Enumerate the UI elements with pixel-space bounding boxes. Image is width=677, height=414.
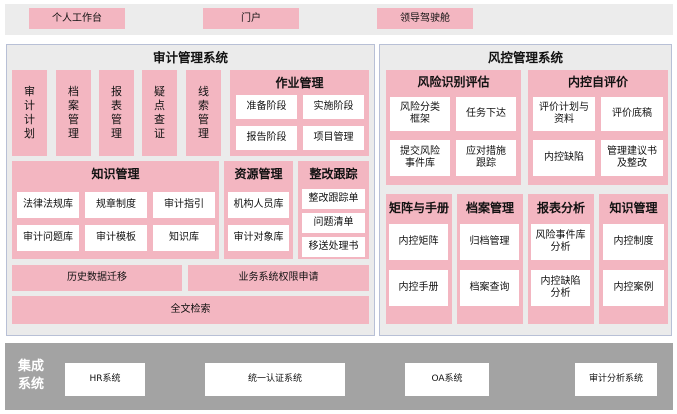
doubt-verification-label: 疑点查证: [154, 85, 165, 140]
impl-stage-item[interactable]: 实施阶段: [303, 95, 364, 119]
law-library-item[interactable]: 法律法规库: [17, 192, 79, 218]
report-stage-item[interactable]: 报告阶段: [236, 126, 297, 150]
self-eval-title: 内控自评价: [567, 74, 628, 89]
integration-label-text: 集成系统: [18, 359, 45, 392]
rectify-sheet-item[interactable]: 整改跟踪单: [302, 189, 365, 209]
control-case-item[interactable]: 内控案例: [603, 270, 664, 306]
control-matrix-item[interactable]: 内控矩阵: [389, 224, 448, 260]
archive-management-label: 档案管理: [68, 85, 79, 140]
risk-event-analysis-item[interactable]: 风险事件库分析: [531, 224, 590, 260]
advice-rectify-item[interactable]: 管理建议书及整改: [601, 140, 663, 176]
work-management-title: 作业管理: [275, 75, 324, 90]
prep-stage-item[interactable]: 准备阶段: [236, 95, 297, 119]
audit-plan-label: 审计计划: [24, 85, 35, 140]
permission-request-item[interactable]: 业务系统权限申请: [188, 265, 369, 291]
archive-query-item[interactable]: 档案查询: [460, 270, 519, 306]
defect-analysis-item[interactable]: 内控缺陷分析: [531, 270, 590, 306]
audit-analysis-system-item[interactable]: 审计分析系统: [575, 363, 657, 396]
risk-event-analysis-label: 风险事件库分析: [535, 230, 586, 253]
nav-personal-workbench[interactable]: 个人工作台: [29, 8, 125, 29]
audit-template-item[interactable]: 审计模板: [85, 225, 147, 251]
full-text-search-item[interactable]: 全文检索: [12, 296, 369, 324]
eval-draft-item[interactable]: 评价底稿: [601, 97, 663, 131]
hr-system-item[interactable]: HR系统: [65, 363, 145, 396]
response-tracking-item[interactable]: 应对措施跟踪: [456, 140, 516, 176]
history-migration-item[interactable]: 历史数据迁移: [12, 265, 182, 291]
audit-guide-item[interactable]: 审计指引: [153, 192, 215, 218]
transfer-document-item[interactable]: 移送处理书: [302, 237, 365, 257]
control-defect-item[interactable]: 内控缺陷: [533, 140, 595, 176]
integration-label: 集成系统: [18, 358, 52, 394]
submit-risk-event-label: 提交风险事件库: [400, 146, 440, 169]
risk-identify-title: 风险识别评估: [417, 74, 490, 89]
control-manual-item[interactable]: 内控手册: [389, 270, 448, 306]
risk-category-framework-item[interactable]: 风险分类框架: [390, 97, 450, 131]
regulations-item[interactable]: 规章制度: [85, 192, 147, 218]
advice-rectify-label: 管理建议书及整改: [607, 146, 657, 169]
audit-system-title: 审计管理系统: [152, 49, 228, 65]
audit-issue-library-item[interactable]: 审计问题库: [17, 225, 79, 251]
risk-archive-title: 档案管理: [465, 200, 514, 215]
clue-management-item[interactable]: 线索管理: [186, 70, 221, 156]
report-management-label: 报表管理: [111, 85, 122, 140]
oa-system-item[interactable]: OA系统: [405, 363, 489, 396]
control-policy-item[interactable]: 内控制度: [603, 224, 664, 260]
filing-management-item[interactable]: 归档管理: [460, 224, 519, 260]
response-tracking-label: 应对措施跟踪: [466, 146, 506, 169]
submit-risk-event-item[interactable]: 提交风险事件库: [390, 140, 450, 176]
report-analysis-title: 报表分析: [536, 200, 585, 215]
doubt-verification-item[interactable]: 疑点查证: [142, 70, 177, 156]
nav-leader-cockpit[interactable]: 领导驾驶舱: [377, 8, 473, 29]
task-assign-item[interactable]: 任务下达: [456, 97, 516, 131]
audit-plan-item[interactable]: 审计计划: [12, 70, 47, 156]
project-management-item[interactable]: 项目管理: [303, 126, 364, 150]
risk-system-title: 风控管理系统: [487, 49, 563, 65]
report-management-item[interactable]: 报表管理: [99, 70, 134, 156]
knowledge-management-title: 知识管理: [91, 166, 140, 181]
rectify-tracking-title: 整改跟踪: [309, 166, 358, 181]
clue-management-label: 线索管理: [198, 85, 209, 140]
unified-auth-system-item[interactable]: 统一认证系统: [205, 363, 345, 396]
risk-category-framework-label: 风险分类框架: [400, 102, 440, 125]
eval-plan-item[interactable]: 评价计划与资料: [533, 97, 595, 131]
risk-knowledge-title: 知识管理: [609, 200, 658, 215]
nav-portal[interactable]: 门户: [203, 8, 299, 29]
audit-object-library-item[interactable]: 审计对象库: [228, 225, 289, 251]
resource-management-title: 资源管理: [234, 166, 283, 181]
issue-list-item[interactable]: 问题清单: [302, 213, 365, 233]
org-staff-library-item[interactable]: 机构人员库: [228, 192, 289, 218]
knowledge-base-item[interactable]: 知识库: [153, 225, 215, 251]
matrix-manual-title: 矩阵与手册: [388, 200, 449, 215]
defect-analysis-label: 内控缺陷分析: [540, 276, 581, 299]
eval-plan-label: 评价计划与资料: [539, 102, 589, 125]
archive-management-item[interactable]: 档案管理: [56, 70, 91, 156]
